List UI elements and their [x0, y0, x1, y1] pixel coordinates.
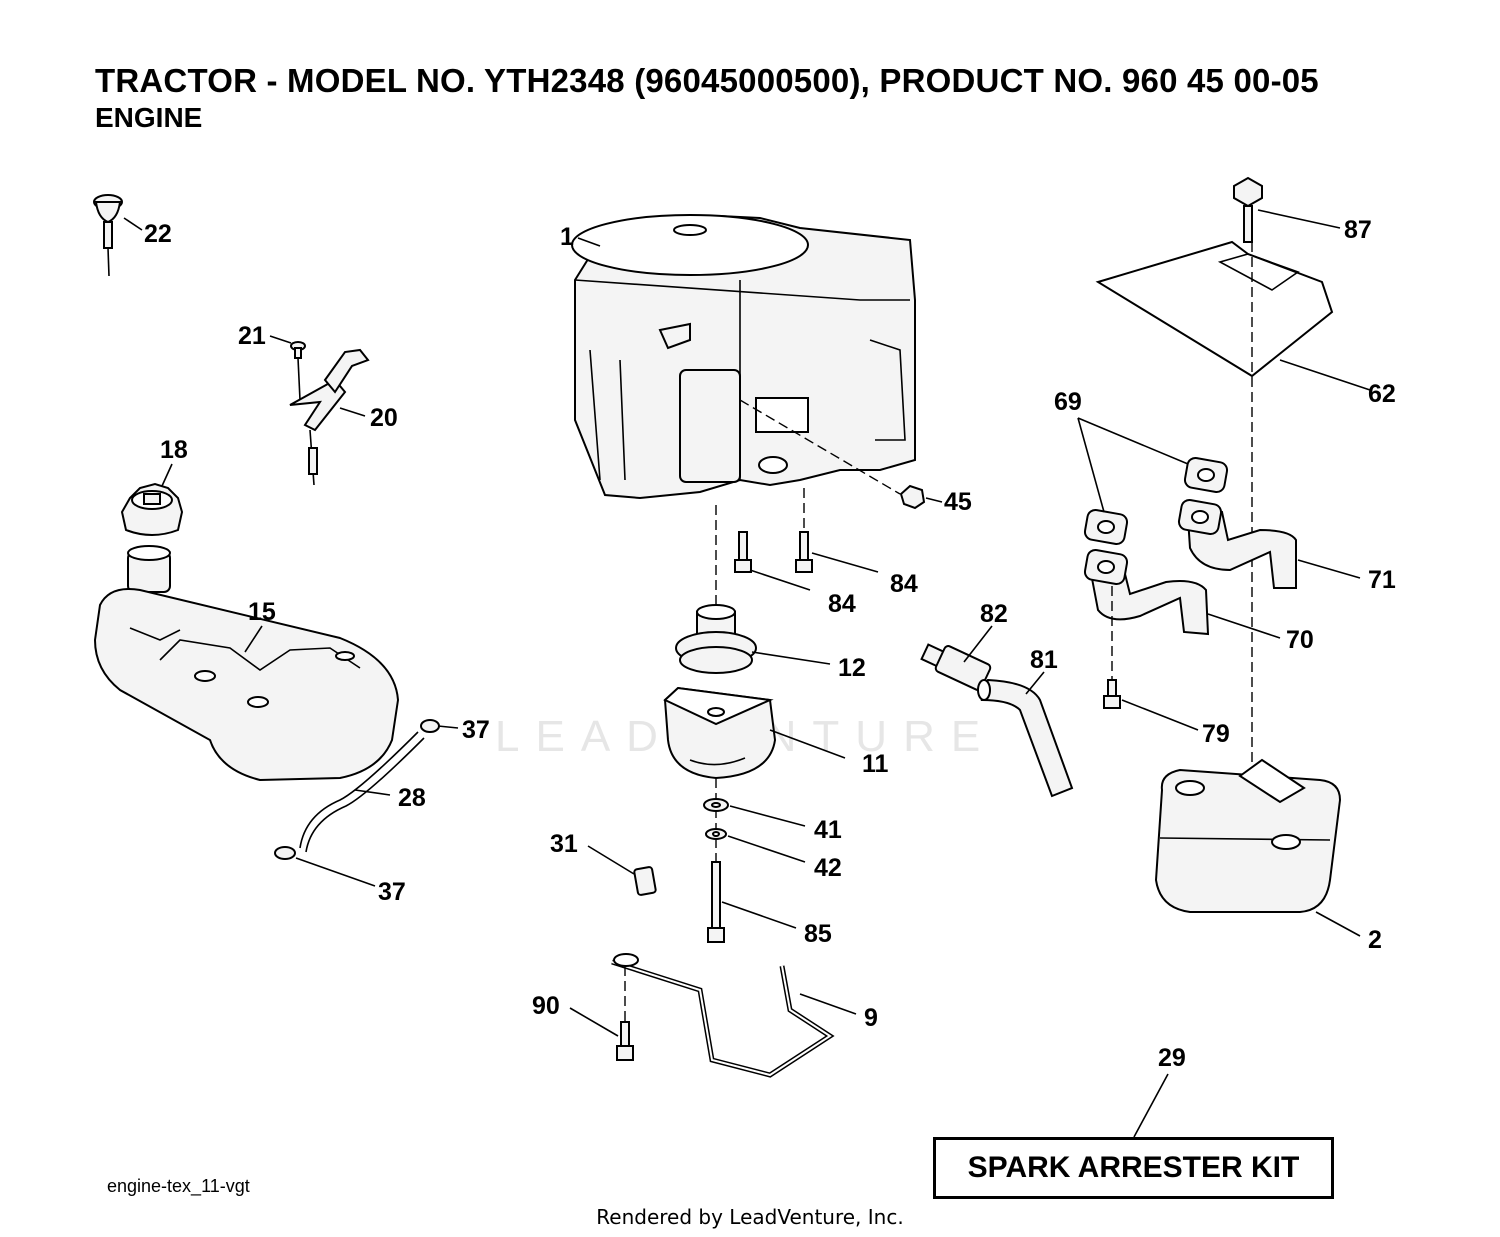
callout-29: 29: [1158, 1044, 1186, 1072]
callout-90: 90: [532, 992, 560, 1020]
callout-18: 18: [160, 436, 188, 464]
leader-90: [569, 1007, 619, 1037]
spark-arrester-kit-box[interactable]: SPARK ARRESTER KIT: [933, 1137, 1334, 1199]
clutch-part[interactable]: [663, 686, 777, 780]
engine-bolt-part[interactable]: [734, 531, 813, 573]
callout-71: 71: [1368, 566, 1396, 594]
callout-2: 2: [1368, 926, 1382, 954]
callout-84-a: 84: [828, 590, 856, 618]
leader-11: [769, 729, 846, 759]
callout-11: 11: [862, 750, 889, 778]
leader-12: [751, 651, 831, 665]
leader-45: [925, 497, 943, 503]
callout-70: 70: [1286, 626, 1314, 654]
callout-9: 9: [864, 1004, 878, 1032]
leader-37-bottom: [295, 857, 376, 887]
callout-21: 21: [238, 322, 266, 350]
callout-81: 81: [1030, 646, 1058, 674]
spark-arrester-kit-label: SPARK ARRESTER KIT: [967, 1151, 1300, 1184]
exhaust-pipe-70-part[interactable]: [1083, 549, 1210, 636]
leader-81: [1025, 671, 1045, 695]
nut-part[interactable]: [899, 484, 926, 510]
callout-79: 79: [1202, 720, 1230, 748]
gasket-part[interactable]: [1083, 457, 1229, 545]
callout-31: 31: [550, 830, 578, 858]
choke-knob-part[interactable]: [93, 194, 123, 277]
file-code: engine-tex_11-vgt: [107, 1176, 250, 1196]
callout-42: 42: [814, 854, 842, 882]
leader-69b: [1077, 417, 1189, 465]
callout-37-bottom: 37: [378, 878, 406, 906]
muffler-bolt-part[interactable]: [1103, 679, 1121, 709]
leader-82: [963, 625, 993, 663]
leader-2: [1315, 911, 1361, 937]
section-subtitle: ENGINE: [95, 102, 203, 133]
callout-22: 22: [144, 220, 172, 248]
pulley-part[interactable]: [675, 604, 757, 674]
callout-82: 82: [980, 600, 1008, 628]
callout-84-b: 84: [890, 570, 918, 598]
callout-69: 69: [1054, 388, 1082, 416]
callout-45: 45: [944, 488, 972, 516]
clutch-bolt-part[interactable]: [707, 861, 725, 943]
throttle-control-part[interactable]: [289, 341, 370, 486]
connector-part[interactable]: [633, 866, 657, 896]
leader-37-top: [437, 725, 459, 729]
leader-15: [244, 625, 263, 653]
leader-42: [727, 835, 806, 863]
leader-31: [587, 845, 635, 875]
callout-62: 62: [1368, 380, 1396, 408]
muffler-part[interactable]: [1154, 758, 1342, 913]
leader-71: [1297, 559, 1361, 579]
screw-part[interactable]: [1233, 176, 1263, 243]
leader-20: [339, 407, 366, 417]
callout-87: 87: [1344, 216, 1372, 244]
fuel-cap-part[interactable]: [120, 482, 184, 536]
washer-part[interactable]: [703, 798, 729, 812]
leader-87: [1257, 209, 1341, 229]
leader-79: [1121, 699, 1199, 731]
callout-12: 12: [838, 654, 866, 682]
hose-part[interactable]: [977, 678, 1074, 798]
leader-21: [269, 335, 292, 344]
leader-22: [123, 217, 143, 231]
callout-1: 1: [560, 223, 574, 251]
rod-part[interactable]: [611, 953, 835, 1078]
heat-shield-part[interactable]: [1095, 240, 1334, 378]
leader-84a: [749, 569, 811, 591]
leader-29: [1133, 1073, 1169, 1138]
exhaust-pipe-71-part[interactable]: [1177, 499, 1297, 589]
credit-line: Rendered by LeadVenture, Inc.: [596, 1205, 904, 1229]
leader-18: [161, 463, 173, 487]
fuel-tank-part[interactable]: [93, 545, 400, 782]
leader-28: [354, 789, 391, 796]
callout-15: 15: [248, 598, 276, 626]
leader-1: [577, 237, 601, 247]
callout-85: 85: [804, 920, 832, 948]
fuel-line-part[interactable]: [274, 719, 440, 860]
leader-45-dash: [739, 399, 901, 495]
engine-part[interactable]: [571, 214, 916, 500]
page-title: TRACTOR - MODEL NO. YTH2348 (96045000500…: [95, 62, 1319, 99]
callout-28: 28: [398, 784, 426, 812]
callout-37-top: 37: [462, 716, 490, 744]
leader-85: [721, 901, 797, 929]
leader-9: [799, 993, 857, 1015]
leader-62: [1279, 359, 1371, 391]
callout-20: 20: [370, 404, 398, 432]
leader-69a: [1077, 417, 1105, 513]
leader-84b: [811, 552, 879, 573]
leader-70: [1207, 613, 1281, 639]
lockwasher-part[interactable]: [705, 828, 727, 840]
rod-bolt-part[interactable]: [616, 1021, 634, 1061]
leader-41: [729, 805, 806, 827]
callout-41: 41: [814, 816, 842, 844]
